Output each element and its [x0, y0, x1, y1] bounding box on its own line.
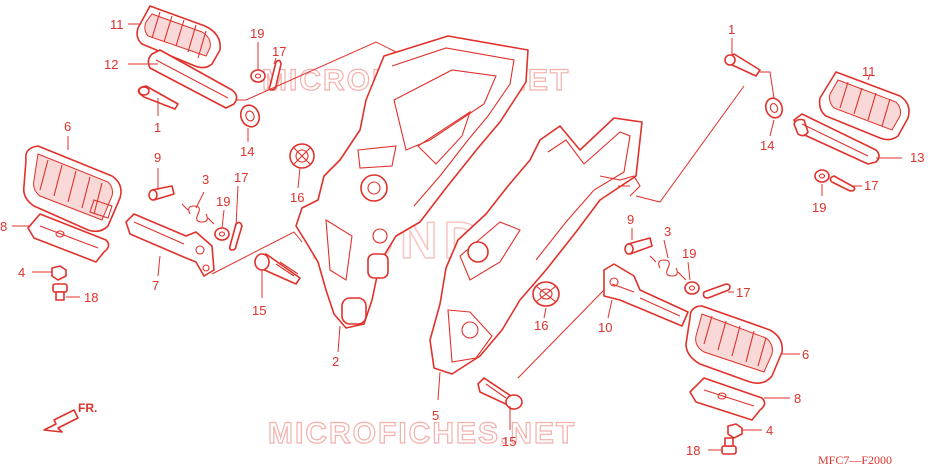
- callout-7: 7: [152, 278, 159, 293]
- callout-1-left: 1: [154, 120, 161, 135]
- part-cotter-17-right-mid: [702, 283, 731, 299]
- part-footpeg-rubber-left-top: [136, 5, 222, 69]
- part-bolt-18-left: [52, 283, 68, 301]
- part-peg-bracket-left: [147, 49, 238, 109]
- callout-1-right: 1: [728, 22, 735, 37]
- watermark-bottom: MICROFICHES.NET: [268, 417, 576, 450]
- callout-4-right: 4: [766, 423, 773, 438]
- part-washer-14-right: [764, 97, 784, 119]
- part-washer-19-left-mid: [214, 227, 230, 241]
- part-bolt-15-right: [477, 377, 523, 410]
- callout-12: 12: [104, 57, 118, 72]
- callout-5: 5: [432, 408, 439, 423]
- callout-6-right: 6: [802, 347, 809, 362]
- callout-labels: 11 12 1 19 17 14 6 9 3 17 19 16 8 4 18 7…: [0, 17, 924, 458]
- callout-17-left-mid: 17: [234, 170, 248, 185]
- part-main-bracket-left: [295, 35, 529, 329]
- part-peg-mount-left: [125, 213, 215, 277]
- part-heel-plate-right: [689, 377, 766, 421]
- callout-2: 2: [332, 354, 339, 369]
- direction-label: FR.: [78, 401, 97, 415]
- part-grommet-16-left: [289, 143, 315, 169]
- part-pin-right: [724, 53, 761, 77]
- part-washer-19-top-left: [250, 69, 266, 83]
- callout-8-right: 8: [794, 391, 801, 406]
- callout-18-right: 18: [686, 443, 700, 458]
- callout-19-right-mid: 19: [682, 246, 696, 261]
- part-washer-19-right-mid: [684, 281, 700, 295]
- callout-4-left: 4: [18, 265, 25, 280]
- callout-6-left: 6: [64, 119, 71, 134]
- callout-14-right: 14: [760, 138, 774, 153]
- part-nut-4-right: [727, 423, 743, 439]
- part-bolt-18-right: [721, 437, 737, 455]
- part-main-bracket-right: [429, 117, 643, 375]
- callout-10: 10: [598, 320, 612, 335]
- part-pin-9-right: [624, 237, 653, 255]
- part-spring-3-left: [181, 203, 215, 225]
- callout-8-left: 8: [0, 219, 7, 234]
- part-footpeg-rubber-left: [22, 145, 122, 233]
- part-footpeg-rubber-right-top: [818, 71, 910, 141]
- callout-15-left: 15: [252, 303, 266, 318]
- part-grommet-16-right: [532, 281, 560, 307]
- part-pin-left: [137, 85, 179, 110]
- callout-3-left: 3: [202, 172, 209, 187]
- callout-3-right: 3: [664, 224, 671, 239]
- part-washer-19-right-top: [814, 169, 830, 183]
- callout-16-right: 16: [534, 318, 548, 333]
- callout-14-left: 14: [240, 144, 254, 159]
- callout-17-right-top: 17: [864, 178, 878, 193]
- part-spring-3-right: [649, 255, 687, 281]
- callout-9-left: 9: [154, 150, 161, 165]
- callout-16-left: 16: [290, 190, 304, 205]
- callout-18-left: 18: [84, 290, 98, 305]
- part-heel-plate-left: [27, 213, 110, 263]
- callout-17-right-mid: 17: [736, 285, 750, 300]
- callout-19-top-left: 19: [250, 26, 264, 41]
- part-cotter-17-right-top: [829, 175, 856, 192]
- part-cotter-17-top-left: [268, 59, 282, 91]
- part-bolt-15-left: [254, 253, 301, 285]
- callout-15-right: 15: [502, 434, 516, 449]
- part-nut-4-left: [51, 265, 67, 281]
- part-washer-14-top-left: [239, 104, 261, 128]
- part-peg-mount-right: [603, 263, 689, 327]
- part-peg-bracket-right: [793, 113, 880, 165]
- callout-19-left-mid: 19: [216, 194, 230, 209]
- callout-17-top-left: 17: [272, 44, 286, 59]
- front-direction-arrow: FR.: [43, 401, 97, 433]
- leader-lines: [12, 23, 902, 451]
- callout-11-right: 11: [862, 64, 876, 79]
- diagram-code: MFC7—F2000: [818, 453, 892, 467]
- part-cotter-17-left-mid: [228, 221, 243, 251]
- part-pin-9-left: [148, 185, 175, 201]
- callout-11-left: 11: [110, 17, 124, 32]
- callout-13: 13: [910, 150, 924, 165]
- part-footpeg-rubber-right: [685, 305, 784, 384]
- callout-9-right: 9: [627, 212, 634, 227]
- callout-19-right-top: 19: [812, 200, 826, 215]
